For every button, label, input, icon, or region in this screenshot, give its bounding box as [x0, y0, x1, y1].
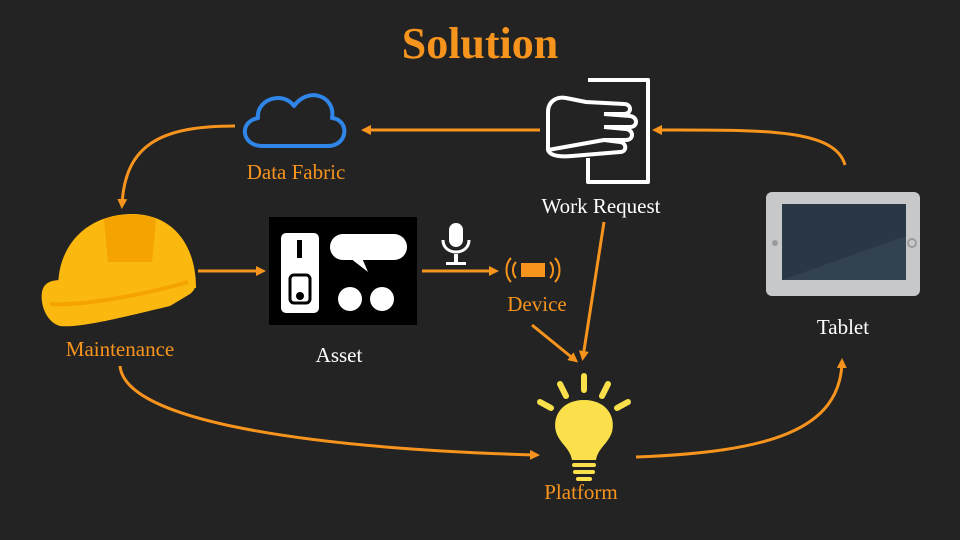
- device-label: Device: [507, 292, 567, 316]
- connectors: [117, 124, 847, 460]
- arrow-work-request-to-platform: [578, 221, 606, 361]
- tablet-label: Tablet: [816, 315, 870, 339]
- page-title: Solution: [401, 19, 559, 68]
- arrow-tablet-to-work-request: [652, 124, 847, 166]
- arrow-maintenance-to-platform: [118, 365, 540, 460]
- maintenance-label: Maintenance: [65, 337, 175, 361]
- arrow-device-to-platform: [531, 323, 579, 363]
- data-fabric-label: Data Fabric: [246, 160, 346, 184]
- vibrating-chip-icon: [505, 257, 561, 283]
- tablet-icon: [766, 192, 920, 296]
- work-request-label: Work Request: [541, 194, 661, 218]
- light-bulb-icon: [537, 373, 631, 481]
- hand-on-document-icon: [546, 78, 650, 184]
- platform-label: Platform: [544, 480, 618, 504]
- cloud-icon: [242, 93, 347, 148]
- arrow-data-fabric-to-maintenance: [117, 124, 236, 209]
- asset-label: Asset: [315, 343, 363, 367]
- asset-panel-icon: [269, 217, 417, 325]
- microphone-icon: [441, 223, 471, 265]
- arrow-platform-to-tablet: [635, 358, 847, 459]
- hard-hat-icon: [41, 214, 196, 327]
